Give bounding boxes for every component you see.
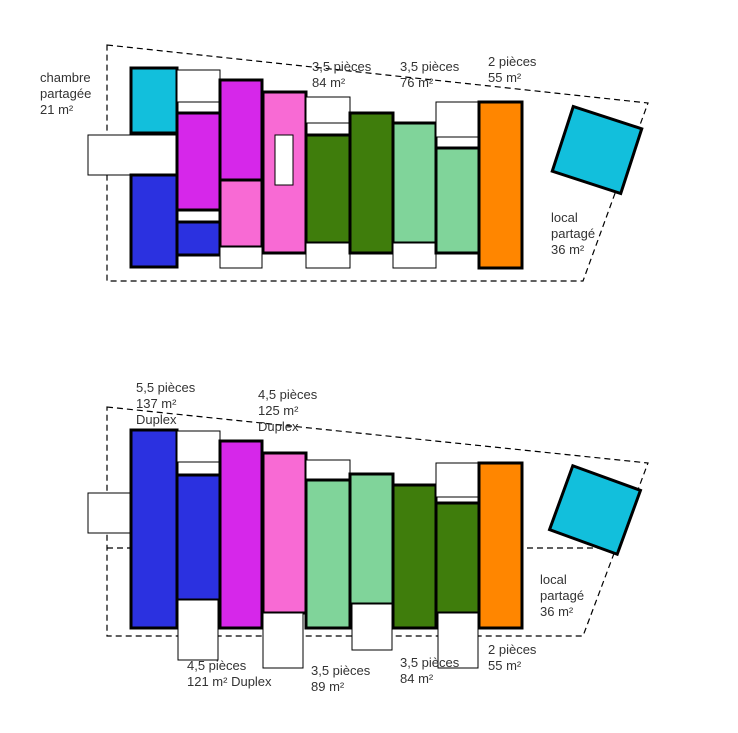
label-line: partagé: [540, 588, 584, 603]
label-line: 125 m²: [258, 403, 299, 418]
label-line: 76 m²: [400, 75, 434, 90]
label-line: 84 m²: [400, 671, 434, 686]
unit-light-green: [348, 472, 395, 606]
label-line: 2 pièces: [488, 642, 537, 657]
unit-dark-green: [304, 133, 352, 245]
stair-core: [176, 430, 221, 463]
shared-room: [547, 463, 643, 557]
shared-room: [550, 104, 644, 196]
label-line: local: [551, 210, 578, 225]
unit-dark-green: [434, 501, 481, 615]
unit-light-green: [304, 478, 352, 630]
label-line: 36 m²: [540, 604, 574, 619]
label-line: 2 pièces: [488, 54, 537, 69]
terrace: [262, 612, 304, 669]
stair-core: [305, 96, 351, 124]
entrance-walkway: [87, 134, 179, 176]
label-line: 55 m²: [488, 658, 522, 673]
lower-site-outline: [106, 406, 649, 637]
label-line: 55 m²: [488, 70, 522, 85]
label-line: 4,5 pièces: [187, 658, 247, 673]
unit-dark-green: [391, 483, 438, 630]
label-line: partagé: [551, 226, 595, 241]
label-line: 5,5 pièces: [136, 380, 196, 395]
label-line: 4,5 pièces: [258, 387, 318, 402]
label-line: 21 m²: [40, 102, 74, 117]
label-line: partagée: [40, 86, 91, 101]
label-line: 84 m²: [312, 75, 346, 90]
terrace: [351, 603, 393, 651]
stair-core: [176, 69, 221, 103]
unit-light-green: [391, 121, 438, 245]
unit-pink: [218, 178, 264, 249]
terrace: [437, 612, 479, 669]
label-line: Duplex: [136, 412, 177, 427]
unit-orange: [477, 100, 524, 270]
shared-room-fill: [550, 104, 644, 196]
terrace: [177, 599, 219, 661]
label-line: 3,5 pièces: [311, 663, 371, 678]
shared-bedroom-unit: [129, 66, 179, 135]
label-line: 3,5 pièces: [400, 59, 460, 74]
unit-blue-annex: [175, 220, 222, 257]
terrace: [392, 242, 437, 269]
stair-core: [274, 134, 294, 186]
stair-core: [435, 101, 480, 138]
unit-magenta-duplex: [218, 439, 264, 630]
unit-blue: [129, 173, 179, 269]
label-line: chambre: [40, 70, 91, 85]
unit-dark-green: [348, 111, 395, 255]
label-line: 121 m² Duplex: [187, 674, 272, 689]
unit-magenta: [175, 111, 222, 212]
label-line: 3,5 pièces: [400, 655, 460, 670]
label-line: 89 m²: [311, 679, 345, 694]
upper-site-outline: [106, 44, 649, 282]
unit-magenta: [218, 78, 264, 182]
unit-blue: [175, 473, 222, 602]
stair-core: [305, 459, 351, 481]
terrace: [219, 246, 263, 269]
label-line: Duplex: [258, 419, 299, 434]
unit-pink: [261, 451, 308, 615]
label-line: 137 m²: [136, 396, 177, 411]
label-line: 3,5 pièces: [312, 59, 372, 74]
label-line: local: [540, 572, 567, 587]
label-line: 36 m²: [551, 242, 585, 257]
shared-room-fill: [547, 463, 643, 557]
stair-core: [435, 462, 480, 498]
unit-blue-duplex: [129, 428, 179, 630]
unit-orange: [477, 461, 524, 630]
unit-light-green: [434, 146, 481, 255]
terrace: [305, 242, 351, 269]
